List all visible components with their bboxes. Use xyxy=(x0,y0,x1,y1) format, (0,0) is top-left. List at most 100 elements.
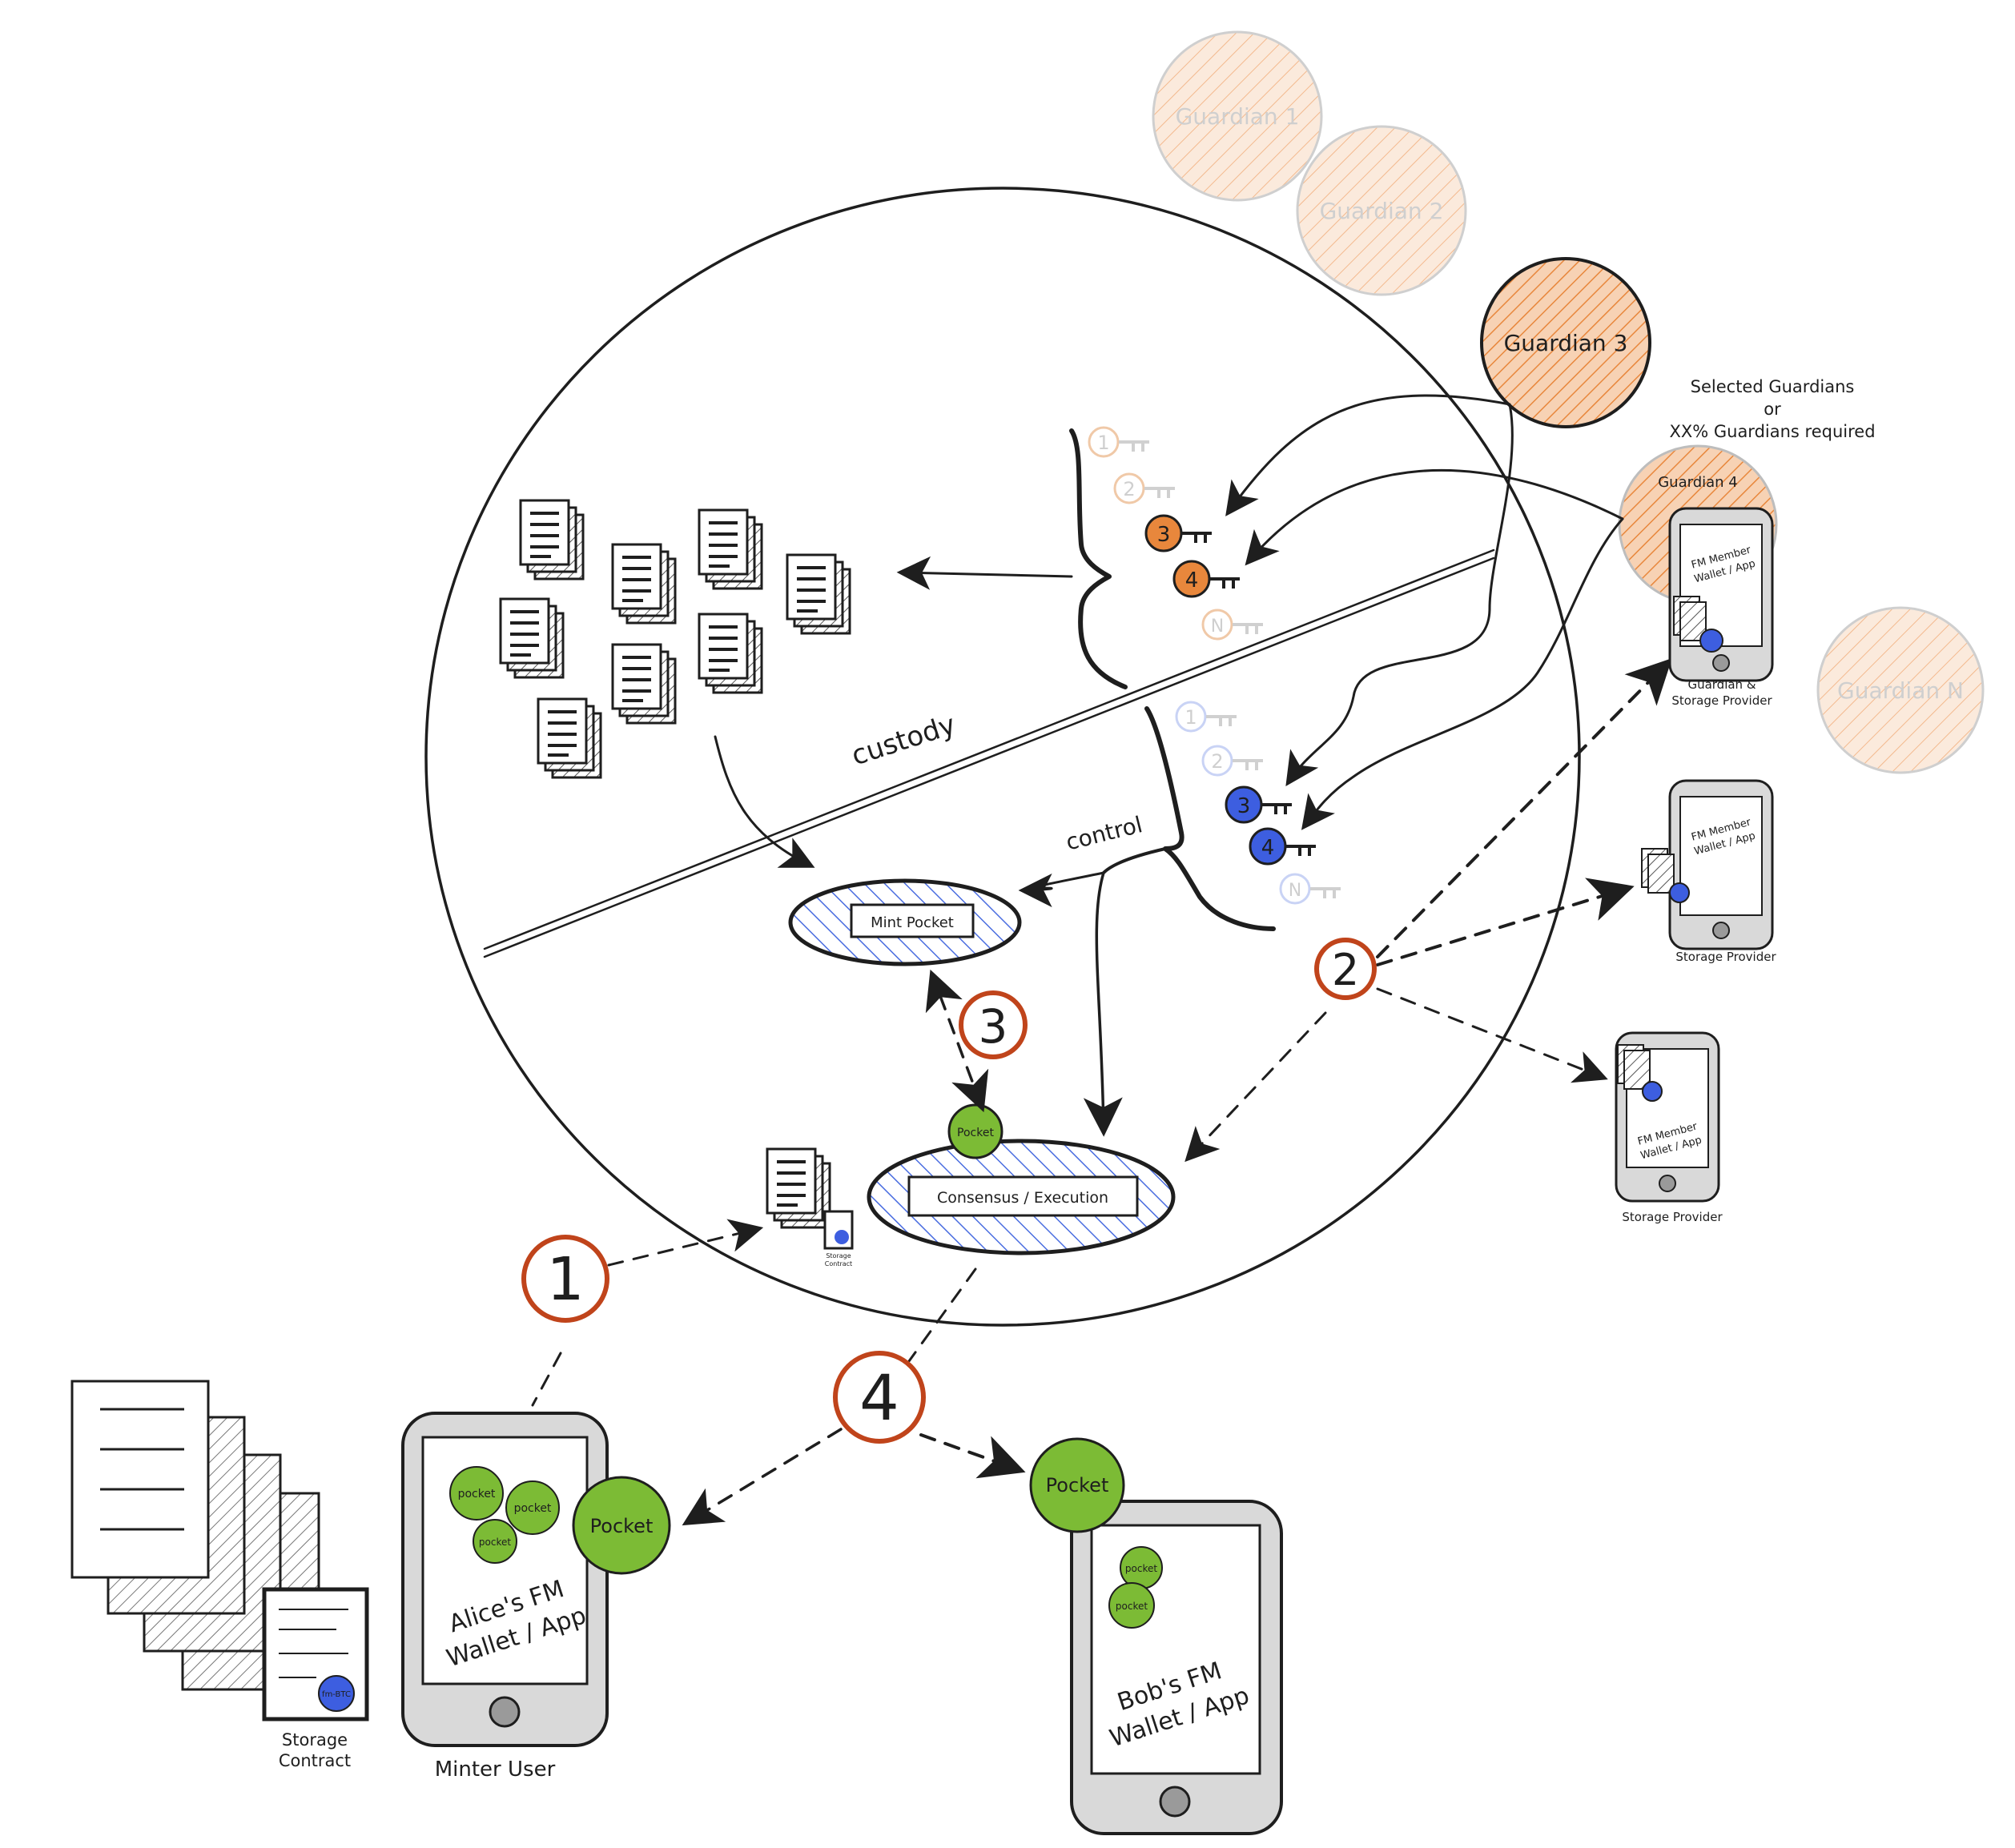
selection-note-line-2: or xyxy=(1764,400,1781,419)
guardian-3-label: Guardian 3 xyxy=(1504,330,1628,356)
svg-text:Contract: Contract xyxy=(279,1751,351,1770)
document-stack-icon xyxy=(537,697,602,779)
custody-control-divider xyxy=(483,548,1495,958)
key-icon xyxy=(1208,577,1241,590)
document-stack-icon xyxy=(766,1147,831,1229)
svg-text:4: 4 xyxy=(859,1363,899,1435)
document-stack-icon xyxy=(698,613,763,694)
federation-boundary xyxy=(424,187,1581,1327)
svg-text:Storage: Storage xyxy=(826,1252,851,1259)
storage-provider-label: Storage Provider xyxy=(1675,950,1776,964)
key-icon xyxy=(1231,623,1265,636)
control-key-4: 4 xyxy=(1249,827,1317,866)
dashed-arrows xyxy=(531,658,1672,1526)
step-4-marker: 4 xyxy=(833,1351,926,1444)
control-label: control xyxy=(1064,811,1145,856)
alice-pocket-3: pocket xyxy=(473,1519,517,1564)
svg-text:N: N xyxy=(1211,617,1224,637)
key-icon xyxy=(1260,803,1293,816)
document-stack-icon xyxy=(519,499,585,581)
bob-wallet-phone: pocket pocket Bob's FM Wallet / App Pock… xyxy=(1029,1437,1283,1835)
custody-key-n: N xyxy=(1201,609,1265,641)
custody-label: custody xyxy=(847,709,959,772)
fm-btc-badge: fm-BTC xyxy=(322,1690,351,1699)
alice-pocket-2: pocket xyxy=(505,1480,560,1535)
key-icon xyxy=(1284,845,1317,858)
custody-key-2: 2 xyxy=(1113,472,1176,504)
svg-text:pocket: pocket xyxy=(1125,1563,1157,1574)
document-stack-icon xyxy=(611,643,677,725)
selection-note-line-1: Selected Guardians xyxy=(1691,377,1855,396)
control-key-1: 1 xyxy=(1175,701,1238,733)
fm-btc-coin-icon xyxy=(1699,629,1723,653)
svg-text:2: 2 xyxy=(1211,750,1223,773)
key-icon xyxy=(1180,532,1213,544)
alice-main-pocket: Pocket xyxy=(572,1476,671,1575)
guardian-1-label: Guardian 1 xyxy=(1176,103,1300,130)
svg-text:Contract: Contract xyxy=(825,1260,852,1267)
svg-text:Pocket: Pocket xyxy=(1046,1474,1109,1496)
svg-text:Storage Provider: Storage Provider xyxy=(1671,693,1772,708)
home-button-icon xyxy=(1159,1786,1191,1818)
svg-text:4: 4 xyxy=(1261,836,1275,860)
step-2-marker: 2 xyxy=(1314,938,1377,1000)
custody-keys: 1 2 3 4 N xyxy=(1069,426,1265,689)
custody-key-3: 3 xyxy=(1144,514,1213,552)
control-keys: 1 2 3 4 N xyxy=(1102,701,1342,931)
guardian-storage-provider-phone: FM Member Wallet / App Guardian & Storag… xyxy=(1668,507,1774,708)
document-stack-icon xyxy=(786,553,851,635)
key-icon xyxy=(1231,759,1265,772)
document-stack-icon xyxy=(499,597,565,679)
bob-pocket-1: pocket xyxy=(1120,1546,1163,1589)
selection-note: Selected Guardians or XX% Guardians requ… xyxy=(1669,377,1875,441)
guardian-2-node: Guardian 2 xyxy=(1296,125,1467,296)
mint-pocket-label: Mint Pocket xyxy=(871,914,954,931)
step-3-marker: 3 xyxy=(959,990,1028,1059)
solid-arrows xyxy=(714,394,1624,1137)
key-icon xyxy=(1143,487,1176,500)
svg-text:Guardian &: Guardian & xyxy=(1687,677,1756,692)
fm-btc-coin-icon xyxy=(1642,1081,1663,1102)
svg-text:Storage: Storage xyxy=(282,1730,348,1750)
storage-provider-phone-a: FM Member Wallet / App Storage Provider xyxy=(1641,779,1776,964)
svg-text:N: N xyxy=(1289,881,1301,901)
document-stack-icon xyxy=(611,543,677,625)
guardian-4-label: Guardian 4 xyxy=(1658,474,1738,491)
minter-user-label: Minter User xyxy=(435,1758,556,1782)
step-1-marker: 1 xyxy=(521,1235,609,1323)
bob-pocket-2: pocket xyxy=(1108,1582,1155,1629)
consensus-execution-label: Consensus / Execution xyxy=(937,1189,1108,1207)
guardian-3-node: Guardian 3 xyxy=(1480,257,1651,428)
fm-btc-coin-icon xyxy=(318,1675,355,1712)
home-button-icon xyxy=(1659,1175,1676,1192)
pocket-label: Pocket xyxy=(957,1127,994,1139)
storage-contract-large: fm-BTC Storage Contract xyxy=(70,1380,369,1770)
control-key-3: 3 xyxy=(1225,785,1293,824)
alice-wallet-phone: pocket pocket pocket Alice's FM Wallet /… xyxy=(401,1412,671,1782)
custody-key-1: 1 xyxy=(1088,426,1151,458)
svg-text:4: 4 xyxy=(1185,568,1199,593)
svg-text:3: 3 xyxy=(1237,794,1251,818)
home-button-icon xyxy=(489,1696,521,1728)
key-icon xyxy=(1309,887,1342,900)
document-stack-icon xyxy=(698,508,763,590)
guardian-n-label: Guardian N xyxy=(1837,677,1964,704)
svg-text:2: 2 xyxy=(1123,478,1135,500)
svg-text:1: 1 xyxy=(1184,706,1197,729)
svg-text:Pocket: Pocket xyxy=(590,1515,654,1537)
svg-text:pocket: pocket xyxy=(514,1502,552,1515)
storage-provider-label: Storage Provider xyxy=(1622,1210,1723,1224)
selection-note-line-3: XX% Guardians required xyxy=(1669,422,1875,441)
key-icon xyxy=(1205,715,1238,728)
svg-text:3: 3 xyxy=(979,999,1008,1054)
guardian-n-node: Guardian N xyxy=(1816,606,1985,774)
svg-text:pocket: pocket xyxy=(1116,1601,1148,1612)
control-key-n: N xyxy=(1279,873,1342,905)
consensus-execution-node: Consensus / Execution xyxy=(867,1139,1176,1255)
fm-btc-coin-icon xyxy=(835,1230,849,1244)
fm-btc-coin-icon xyxy=(1669,882,1690,903)
svg-text:2: 2 xyxy=(1332,945,1359,995)
alice-pocket-1: pocket xyxy=(449,1466,504,1521)
svg-text:pocket: pocket xyxy=(458,1488,496,1500)
mint-pocket-node: Mint Pocket xyxy=(788,878,1022,966)
